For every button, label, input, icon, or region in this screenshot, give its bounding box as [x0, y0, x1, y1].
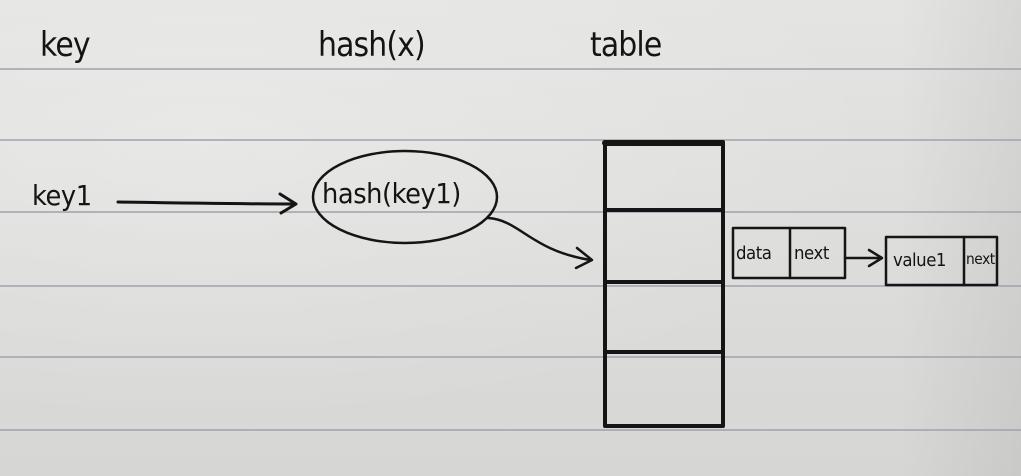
hash-call-label: hash(key1) [322, 177, 461, 210]
node2-outline [884, 235, 999, 287]
node2-next-label: next [966, 250, 995, 268]
ruled-line [0, 211, 1021, 213]
key-to-hash-arrow [116, 200, 295, 206]
node-link-arrowhead [867, 248, 884, 268]
hash-to-table-arrow [486, 216, 592, 262]
ruled-line [0, 68, 1021, 70]
node1-data-label: data [736, 243, 772, 264]
node2-value-label: value1 [893, 250, 947, 271]
ruled-line [0, 356, 1021, 358]
ruled-line [0, 139, 1021, 141]
ruled-line [0, 285, 1021, 287]
hash-to-table-arrowhead [574, 246, 594, 270]
hash-ellipse [311, 149, 499, 245]
ruled-line [0, 429, 1021, 431]
header-hash: hash(x) [318, 25, 426, 65]
input-key-label: key1 [32, 179, 92, 212]
header-key: key [40, 25, 91, 65]
key-to-hash-arrowhead [278, 192, 298, 215]
node1-next-label: next [794, 243, 829, 264]
header-table: table [590, 25, 662, 65]
